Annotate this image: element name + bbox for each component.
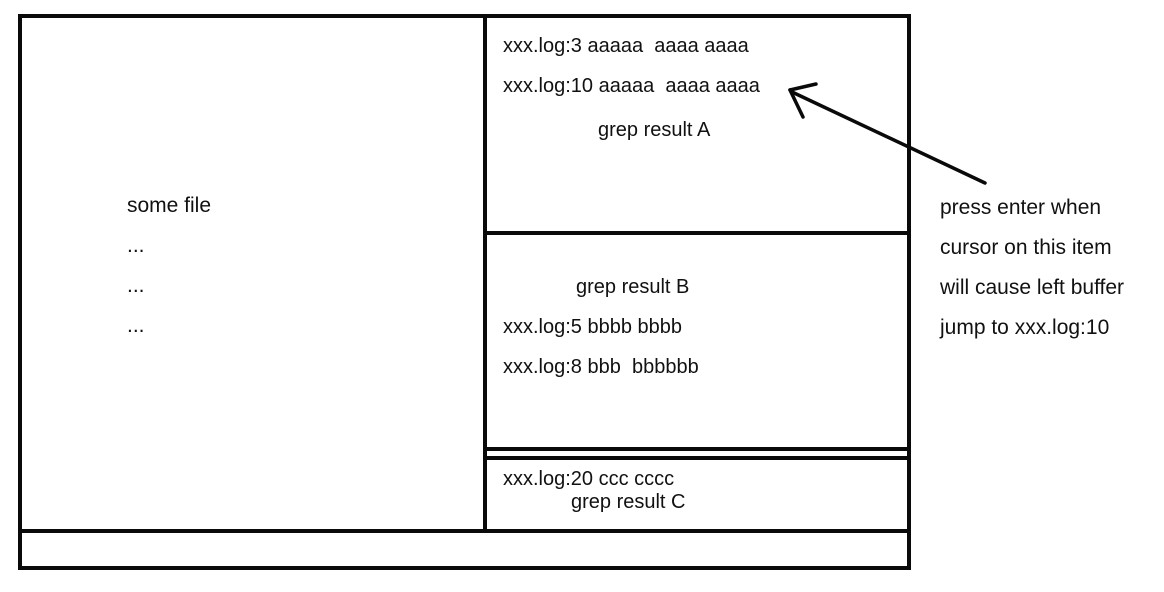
grep-result-b-pane: grep result B xxx.log:5 bbbb bbbb xxx.lo…	[487, 235, 907, 451]
grep-pane-label: grep result A	[598, 119, 711, 141]
left-buffer-title: some file	[127, 194, 212, 217]
left-buffer-pane: some file ... ... ...	[22, 18, 487, 529]
left-buffer-line: ...	[127, 234, 145, 257]
right-column: xxx.log:3 aaaaa aaaa aaaa xxx.log:10 aaa…	[487, 18, 907, 529]
grep-line: xxx.log:10 aaaaa aaaa aaaa	[503, 75, 760, 97]
grep-pane-label: grep result B	[576, 276, 690, 298]
side-annotation: press enter when cursor on this item wil…	[940, 188, 1164, 348]
annotation-line: cursor on this item	[940, 236, 1112, 259]
status-bar	[22, 533, 907, 566]
grep-result-a-pane: xxx.log:3 aaaaa aaaa aaaa xxx.log:10 aaa…	[487, 18, 907, 235]
annotation-line: press enter when	[940, 196, 1102, 219]
annotation-line: will cause left buffer	[940, 276, 1125, 299]
grep-result-c-pane: xxx.log:20 ccc cccc grep result C	[487, 456, 907, 529]
grep-line: xxx.log:20 ccc cccc	[503, 468, 675, 490]
editor-window: some file ... ... ... xxx.log:3 aaaaa aa…	[18, 14, 911, 570]
grep-line: xxx.log:5 bbbb bbbb	[503, 316, 683, 338]
grep-line: xxx.log:8 bbb bbbbbb	[503, 356, 699, 378]
grep-pane-label: grep result C	[571, 491, 686, 513]
grep-line: xxx.log:3 aaaaa aaaa aaaa	[503, 35, 749, 57]
left-buffer-line: ...	[127, 274, 145, 297]
annotation-line: jump to xxx.log:10	[940, 316, 1110, 339]
left-buffer-line: ...	[127, 314, 145, 337]
editor-main-row: some file ... ... ... xxx.log:3 aaaaa aa…	[22, 18, 907, 533]
